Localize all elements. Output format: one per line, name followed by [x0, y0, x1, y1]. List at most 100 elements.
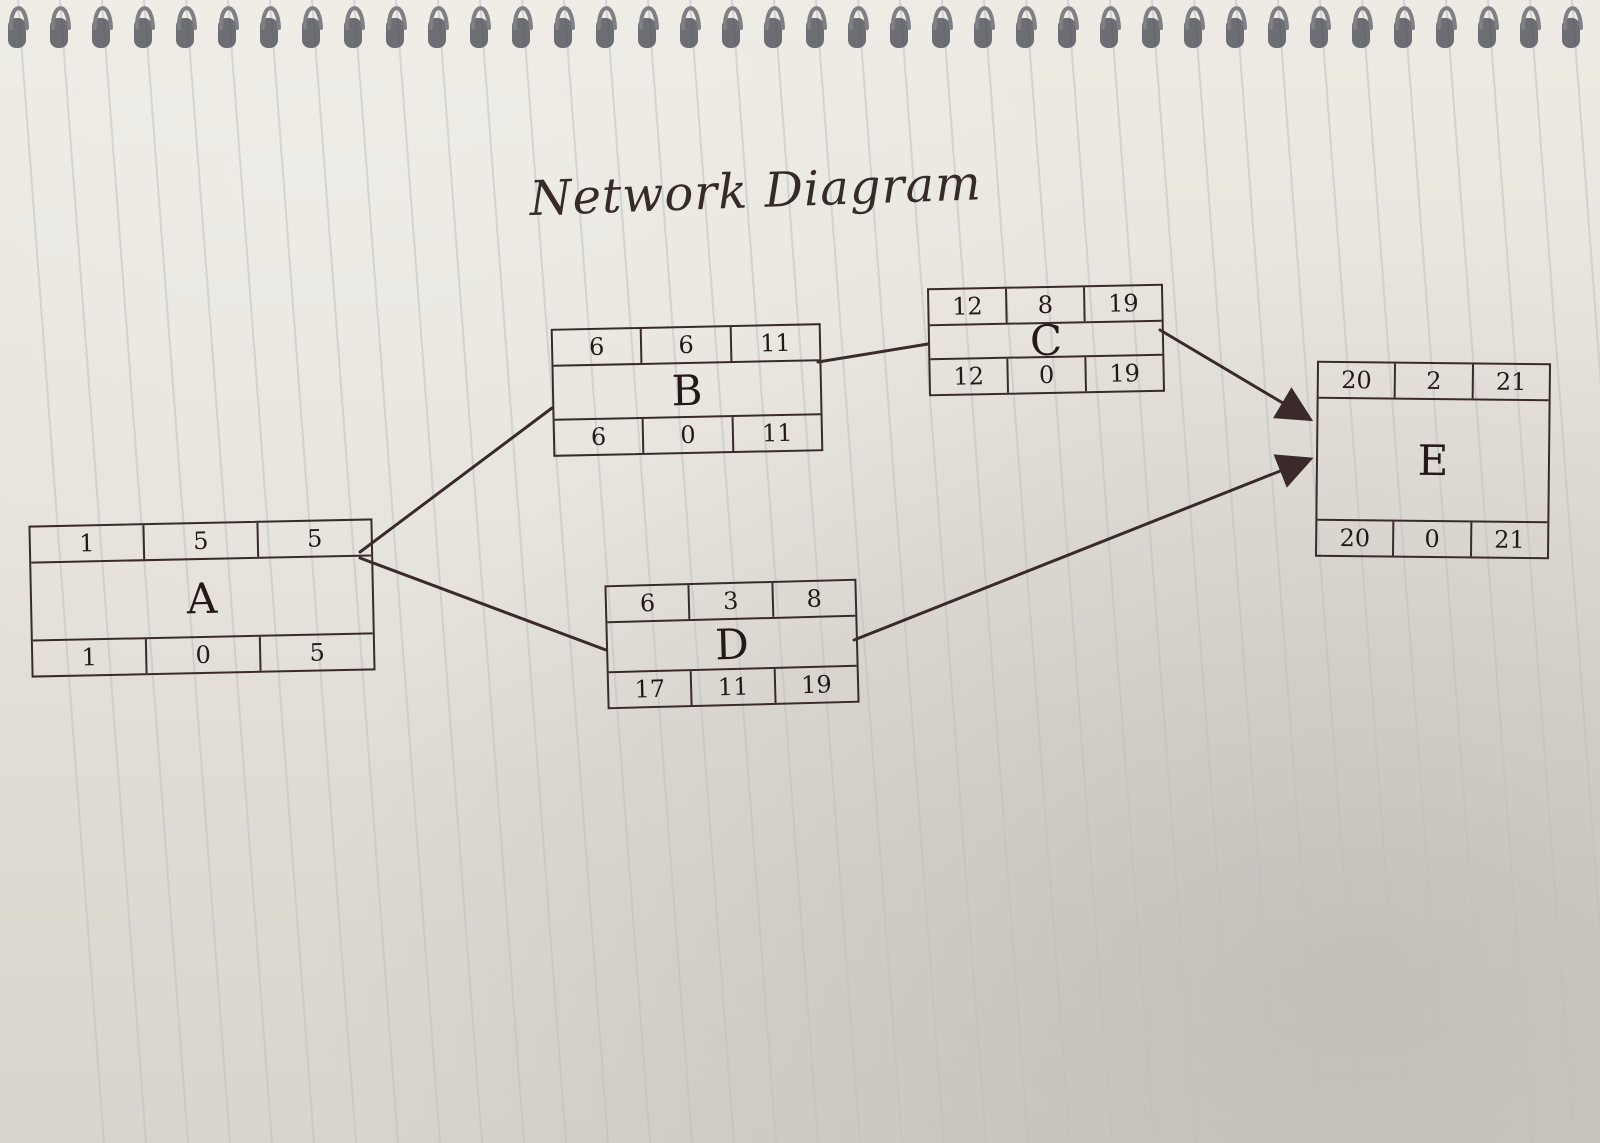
spiral-loop: [302, 6, 323, 30]
edge-b-c: [816, 342, 930, 364]
spiral-hole: [1352, 18, 1370, 48]
node-e-label: E: [1417, 435, 1449, 485]
notebook-rule: [1109, 0, 1197, 1143]
spiral-hole: [848, 18, 866, 48]
node-e-bottom-cell-3: 21: [1494, 525, 1525, 554]
spiral-hole: [428, 18, 446, 48]
spiral-loop: [1478, 6, 1499, 30]
notebook-rule: [1571, 0, 1600, 386]
spiral-loop: [386, 6, 407, 30]
spiral-hole: [1436, 18, 1454, 48]
node-d-label: D: [714, 619, 750, 669]
page-title: Network Diagram: [528, 155, 983, 228]
spiral-hole: [470, 18, 488, 48]
spiral-loop: [848, 6, 869, 30]
spiral-hole: [1142, 18, 1160, 48]
spiral-hole: [1058, 18, 1076, 48]
node-d-bottom-cell-1: 17: [608, 671, 693, 708]
node-c-top-cell-1: 12: [929, 288, 1008, 325]
spiral-hole: [890, 18, 908, 48]
spiral-loop: [1520, 6, 1541, 30]
node-a-bottom-cell-2: 0: [146, 636, 262, 674]
notebook-rule: [1277, 0, 1365, 1143]
spiral-hole: [344, 18, 362, 48]
spiral-loop: [50, 6, 71, 30]
notebook-rule: [1487, 0, 1575, 1143]
spiral-hole: [512, 18, 530, 48]
spiral-hole: [8, 18, 26, 48]
spiral-hole: [386, 18, 404, 48]
spiral-loop: [218, 6, 239, 30]
node-c-bottom-cell-2: 0: [1008, 357, 1087, 393]
notebook-rule: [1235, 0, 1323, 1143]
node-d-bottom-cell-3: 19: [800, 670, 833, 700]
node-b-bottom-cell-2: 0: [643, 417, 734, 453]
edge-c-e: [1158, 328, 1314, 422]
spiral-loop: [92, 6, 113, 30]
spiral-binding: [8, 6, 1583, 48]
spiral-hole: [1562, 18, 1580, 48]
notebook-rule: [1319, 0, 1407, 1143]
spiral-loop: [512, 6, 533, 30]
spiral-hole: [722, 18, 740, 48]
spiral-hole: [92, 18, 110, 48]
node-b-bottom-cell-1: 6: [554, 418, 645, 455]
spiral-hole: [932, 18, 950, 48]
spiral-loop: [638, 6, 659, 30]
spiral-loop: [722, 6, 743, 30]
notebook-rule: [395, 0, 483, 1143]
node-d-top-cell-1: 6: [606, 585, 691, 622]
node-b-top-cell-1: 6: [552, 328, 643, 365]
node-a-top-cell-2: 5: [144, 522, 260, 560]
spiral-hole: [176, 18, 194, 48]
spiral-loop: [596, 6, 617, 30]
spiral-loop: [1142, 6, 1163, 30]
spiral-loop: [1100, 6, 1121, 30]
spiral-hole: [974, 18, 992, 48]
spiral-loop: [1226, 6, 1247, 30]
node-a-bottom-cell-1: 1: [32, 639, 148, 676]
spiral-hole: [1394, 18, 1412, 48]
spiral-hole: [554, 18, 572, 48]
node-c-top-cell-3: 19: [1107, 289, 1139, 318]
spiral-loop: [8, 6, 29, 30]
spiral-loop: [1394, 6, 1415, 30]
spiral-hole: [1268, 18, 1286, 48]
spiral-hole: [1100, 18, 1118, 48]
spiral-hole: [218, 18, 236, 48]
node-b-label: B: [671, 365, 703, 415]
node-d-top-cell-3: 8: [806, 584, 823, 614]
spiral-hole: [680, 18, 698, 48]
notebook-rule: [1403, 0, 1491, 1143]
spiral-loop: [1352, 6, 1373, 30]
notebook-rule: [437, 0, 525, 1143]
spiral-hole: [596, 18, 614, 48]
notebook-rule: [1361, 0, 1449, 1143]
node-a-top-cell-3: 5: [306, 524, 323, 553]
node-e-bottom-cell-1: 20: [1317, 520, 1395, 556]
spiral-hole: [638, 18, 656, 48]
notebook-rule: [1067, 0, 1155, 1143]
edge-a-b: [358, 406, 554, 554]
edge-a-d: [358, 556, 608, 652]
spiral-hole: [302, 18, 320, 48]
spiral-hole: [806, 18, 824, 48]
spiral-loop: [1184, 6, 1205, 30]
node-e-bottom-cell-2: 0: [1394, 521, 1473, 557]
spiral-loop: [470, 6, 491, 30]
spiral-loop: [176, 6, 197, 30]
node-e-top-cell-3: 21: [1495, 367, 1527, 396]
node-a-top-cell-1: 1: [30, 525, 146, 562]
spiral-loop: [680, 6, 701, 30]
spiral-loop: [134, 6, 155, 30]
